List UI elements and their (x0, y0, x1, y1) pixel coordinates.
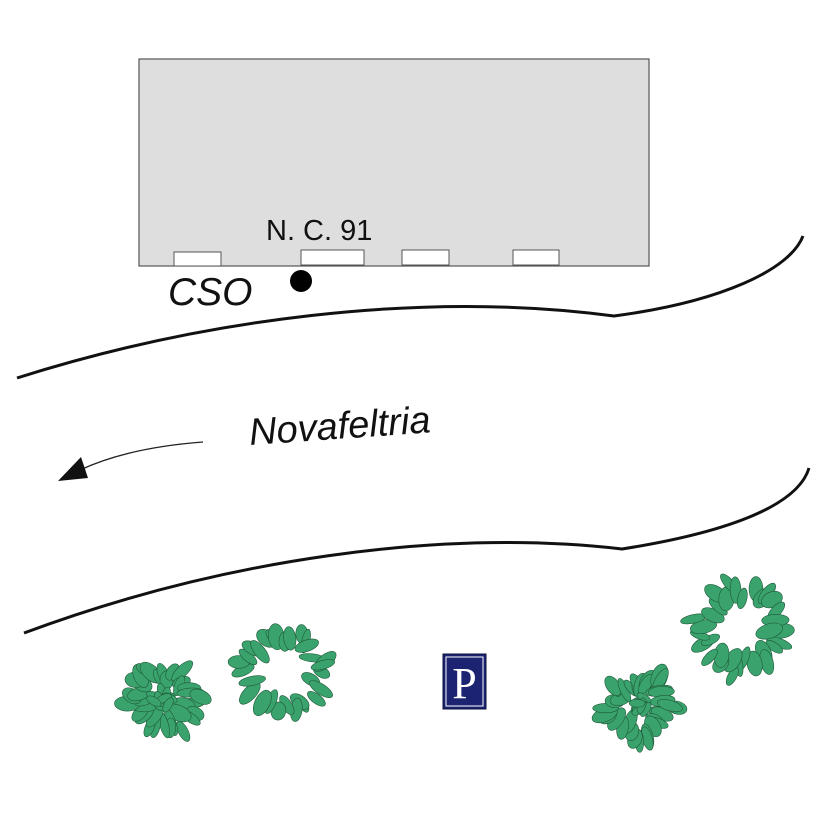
building-footprint (138, 58, 650, 267)
building-opening (173, 251, 222, 267)
building-opening (300, 249, 365, 266)
road-name-label: Novafeltria (248, 399, 432, 454)
tree-leaf (628, 698, 646, 708)
direction-arrow-line (79, 441, 204, 471)
road-edge-south (23, 467, 811, 635)
tree-leaf (189, 688, 212, 705)
tree-leaf (252, 689, 272, 717)
tree-leaf (307, 691, 326, 707)
tree-leaf (701, 648, 718, 666)
parking-inner-frame (445, 656, 484, 707)
tree-leaf (309, 680, 333, 698)
tree-leaf (736, 587, 748, 609)
tree-leaf (765, 640, 783, 654)
tree-leaf (746, 650, 763, 677)
direction-arrowhead (58, 457, 88, 481)
road: Novafeltria (16, 235, 811, 635)
building-opening (512, 249, 560, 266)
building-number-label: N. C. 91 (266, 215, 372, 247)
tree-icon (227, 623, 337, 722)
road-edge-north (16, 235, 805, 380)
tree-leaf (176, 721, 191, 742)
tree-leaf (238, 675, 266, 687)
tree-leaf (755, 622, 784, 640)
tree-icon (680, 573, 795, 686)
station: CSO (168, 270, 312, 314)
building: N. C. 91 (138, 58, 650, 267)
parking-sign: P (442, 653, 487, 710)
tree-icon (114, 660, 212, 742)
tree-leaf (162, 697, 174, 713)
parking-icon (442, 653, 487, 710)
vegetation (114, 573, 795, 753)
station-marker (290, 270, 312, 292)
tree-leaf (657, 699, 683, 713)
tree-leaf (250, 640, 270, 664)
building-opening (401, 249, 450, 266)
parking-letter: P (452, 659, 476, 708)
tree-icon (591, 663, 688, 753)
tree-leaf (310, 659, 336, 671)
station-label: CSO (168, 271, 253, 314)
tree-leaf (294, 638, 319, 653)
tree-leaf (171, 660, 194, 682)
tree-leaf (283, 626, 297, 651)
tree-leaf (146, 695, 162, 707)
